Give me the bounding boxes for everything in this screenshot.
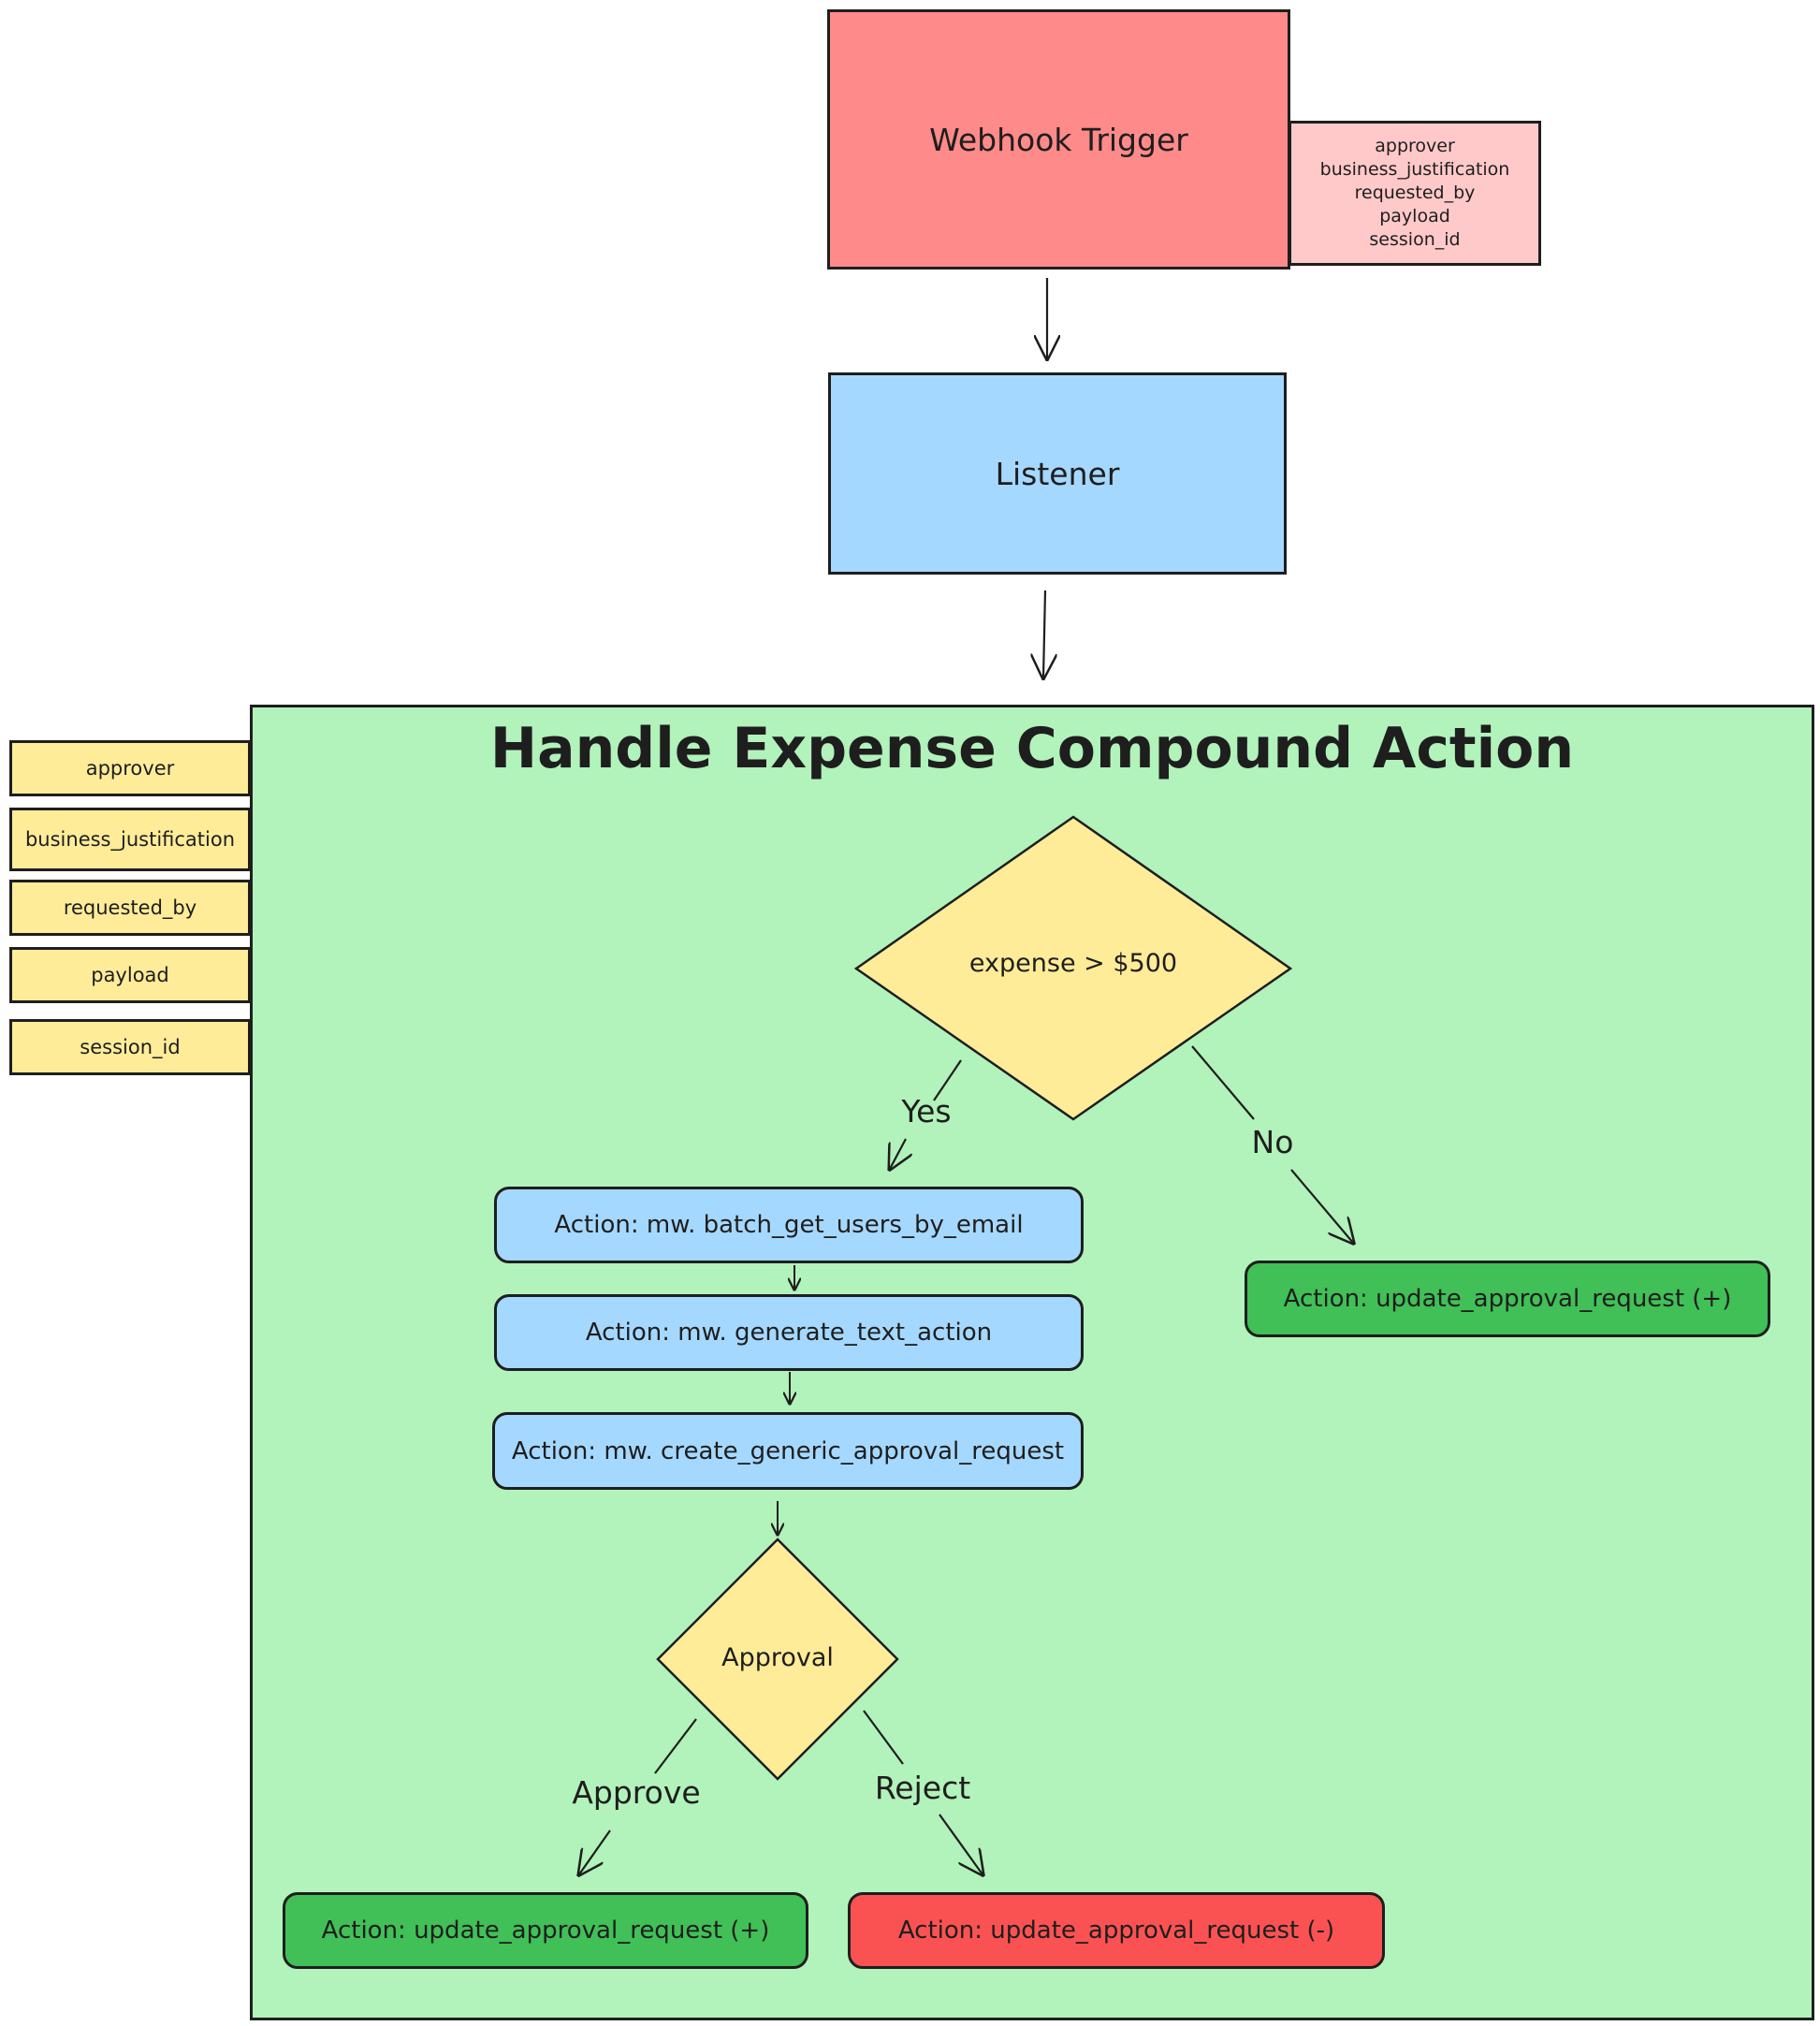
webhook-trigger-label: Webhook Trigger (929, 121, 1188, 158)
approve-edge-label: Approve (572, 1774, 701, 1811)
expense-decision-label: expense > $500 (968, 949, 1178, 978)
compound-input-param: business_justification (9, 808, 251, 871)
compound-action-title: Handle Expense Compound Action (489, 716, 1575, 781)
action-generate-text[interactable]: Action: mw. generate_text_action (494, 1294, 1084, 1371)
action-update-approval-approve-label: Action: update_approval_request (+) (321, 1917, 770, 1945)
expense-decision-diamond[interactable] (853, 815, 1293, 1121)
action-update-approval-reject-label: Action: update_approval_request (-) (897, 1917, 1335, 1945)
trigger-param: requested_by (1354, 182, 1476, 203)
trigger-param: approver (1375, 136, 1455, 156)
webhook-trigger-node[interactable]: Webhook Trigger (827, 9, 1290, 270)
arrow-no-branch-head (1290, 1169, 1353, 1243)
no-edge-label: No (1251, 1124, 1294, 1160)
arrow-approve-branch-head (579, 1829, 611, 1874)
action-update-approval-reject[interactable]: Action: update_approval_request (-) (848, 1892, 1385, 1969)
action-generate-text-label: Action: mw. generate_text_action (585, 1319, 993, 1347)
action-update-approval-no-label: Action: update_approval_request (+) (1283, 1285, 1732, 1313)
approval-decision-diamond[interactable] (656, 1538, 899, 1781)
action-create-approval-request[interactable]: Action: mw. create_generic_approval_requ… (492, 1412, 1084, 1490)
arrow-no-branch (1191, 1045, 1255, 1120)
trigger-params-box: approver business_justification requeste… (1289, 121, 1541, 266)
arrow-listener-to-compound (1043, 590, 1045, 678)
action-create-approval-request-label: Action: mw. create_generic_approval_requ… (511, 1436, 1065, 1465)
reject-edge-label: Reject (874, 1770, 971, 1806)
action-batch-get-users[interactable]: Action: mw. batch_get_users_by_email (494, 1187, 1084, 1263)
trigger-param: business_justification (1319, 159, 1510, 180)
compound-input-param: payload (9, 947, 251, 1003)
compound-input-param: requested_by (9, 880, 251, 936)
arrow-reject-branch-head (939, 1814, 983, 1874)
listener-node[interactable]: Listener (828, 372, 1287, 575)
yes-edge-label: Yes (901, 1093, 952, 1130)
compound-input-param: session_id (9, 1019, 251, 1075)
arrow-reject-branch (863, 1710, 904, 1765)
trigger-param: session_id (1369, 229, 1461, 250)
action-update-approval-approve[interactable]: Action: update_approval_request (+) (283, 1892, 808, 1969)
arrow-yes-branch (933, 1059, 962, 1101)
action-batch-get-users-label: Action: mw. batch_get_users_by_email (554, 1211, 1024, 1239)
arrow-approve-branch (654, 1718, 697, 1774)
approval-decision-label: Approval (721, 1643, 834, 1672)
trigger-param: payload (1379, 206, 1450, 226)
arrow-yes-branch-head (890, 1138, 906, 1169)
compound-input-param: approver (9, 740, 251, 796)
listener-label: Listener (995, 455, 1120, 492)
action-update-approval-no[interactable]: Action: update_approval_request (+) (1245, 1261, 1770, 1337)
